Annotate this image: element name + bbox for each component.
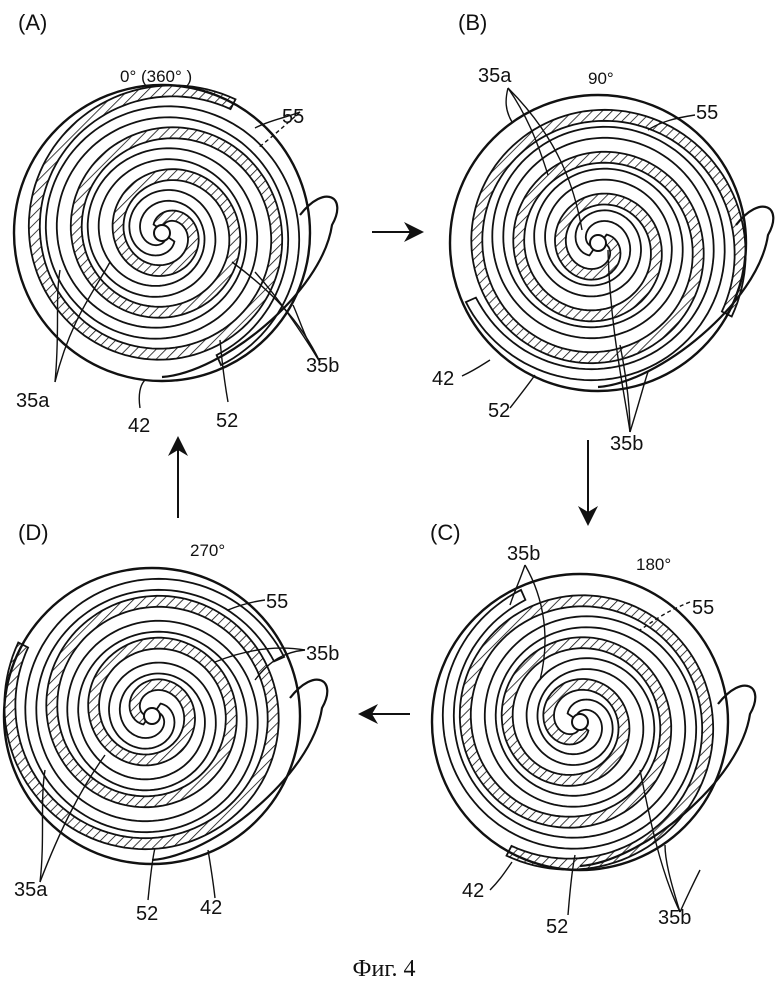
fixed-wrap-band bbox=[44, 105, 301, 367]
panel-a-leaders bbox=[54, 111, 321, 409]
panel-a-angle: 0° (360° ) bbox=[120, 67, 192, 86]
fixed-scroll-wrap bbox=[44, 105, 301, 367]
panel-a: (A) 0° (360° ) 55 35b 35a 42 52 bbox=[12, 10, 339, 437]
suction-tail bbox=[161, 195, 339, 379]
cycle-arrows bbox=[168, 222, 598, 724]
label-55: 55 bbox=[696, 102, 718, 124]
fixed-wrap-band bbox=[441, 588, 698, 850]
casing-outline bbox=[448, 93, 748, 393]
outer-casing bbox=[448, 93, 775, 393]
center-discharge-hole bbox=[153, 224, 171, 242]
panel-c: (C) 180° 35b 55 42 52 35b bbox=[430, 520, 757, 938]
orbiting-wrap-band bbox=[458, 594, 715, 871]
orbiting-scroll-wrap bbox=[27, 84, 284, 361]
label-55: 55 bbox=[266, 591, 288, 613]
orbiting-scroll-wrap bbox=[470, 108, 747, 365]
panel-a-letter: (A) bbox=[18, 10, 47, 35]
fixed-scroll-wrap bbox=[24, 577, 286, 834]
label-35a: 35a bbox=[14, 879, 48, 901]
panel-b-scroll bbox=[448, 93, 775, 393]
label-35b: 35b bbox=[306, 643, 339, 665]
center-discharge-hole bbox=[143, 707, 161, 725]
discharge-port-55 bbox=[589, 234, 607, 252]
label-52: 52 bbox=[216, 410, 238, 432]
fixed-wrap-band bbox=[24, 577, 286, 834]
discharge-port-55 bbox=[571, 713, 589, 731]
center-discharge-hole bbox=[571, 713, 589, 731]
panel-b-angle: 90° bbox=[588, 69, 614, 88]
label-35b: 35b bbox=[658, 907, 691, 929]
panel-d-scroll bbox=[2, 566, 329, 866]
label-35a: 35a bbox=[16, 390, 50, 412]
suction-tail bbox=[579, 684, 757, 868]
label-42: 42 bbox=[200, 897, 222, 919]
casing-outline bbox=[430, 572, 730, 872]
panel-c-scroll bbox=[430, 572, 757, 872]
panel-a-scroll bbox=[12, 83, 339, 383]
panel-b-leaders bbox=[461, 87, 696, 433]
suction-tail bbox=[151, 678, 329, 862]
fixed-scroll-wrap bbox=[464, 125, 726, 382]
label-52: 52 bbox=[136, 903, 158, 925]
center-discharge-hole bbox=[589, 234, 607, 252]
label-52: 52 bbox=[488, 400, 510, 422]
suction-tail bbox=[597, 205, 775, 389]
panel-d-letter: (D) bbox=[18, 520, 49, 545]
panel-b: (B) 90° 35a 55 42 52 35b bbox=[432, 10, 775, 455]
outer-casing bbox=[12, 83, 339, 383]
label-55: 55 bbox=[692, 597, 714, 619]
panel-b-letter: (B) bbox=[458, 10, 487, 35]
discharge-port-55 bbox=[153, 224, 171, 242]
label-35a: 35a bbox=[478, 65, 512, 87]
orbiting-wrap-band bbox=[3, 594, 280, 851]
label-35b-top: 35b bbox=[507, 543, 540, 565]
fixed-scroll-wrap bbox=[441, 588, 698, 850]
fixed-wrap-band bbox=[464, 125, 726, 382]
label-55: 55 bbox=[282, 106, 304, 128]
panel-c-letter: (C) bbox=[430, 520, 461, 545]
panel-c-angle: 180° bbox=[636, 555, 671, 574]
casing-outline bbox=[12, 83, 312, 383]
label-42: 42 bbox=[128, 415, 150, 437]
orbiting-wrap-band bbox=[27, 84, 284, 361]
discharge-port-55 bbox=[143, 707, 161, 725]
label-52: 52 bbox=[546, 916, 568, 938]
orbiting-scroll-wrap bbox=[3, 594, 280, 851]
outer-casing bbox=[430, 572, 757, 872]
label-35b: 35b bbox=[306, 355, 339, 377]
panel-d: (D) 270° 55 35b 35a 52 42 bbox=[2, 520, 339, 925]
label-42: 42 bbox=[462, 880, 484, 902]
panel-d-leaders bbox=[39, 599, 306, 901]
orbiting-scroll-wrap bbox=[458, 594, 715, 871]
figure-caption: Фиг. 4 bbox=[353, 956, 416, 982]
label-35b: 35b bbox=[610, 433, 643, 455]
panel-c-leaders bbox=[489, 564, 701, 916]
panel-d-angle: 270° bbox=[190, 541, 225, 560]
orbiting-wrap-band bbox=[470, 108, 747, 365]
label-42: 42 bbox=[432, 368, 454, 390]
